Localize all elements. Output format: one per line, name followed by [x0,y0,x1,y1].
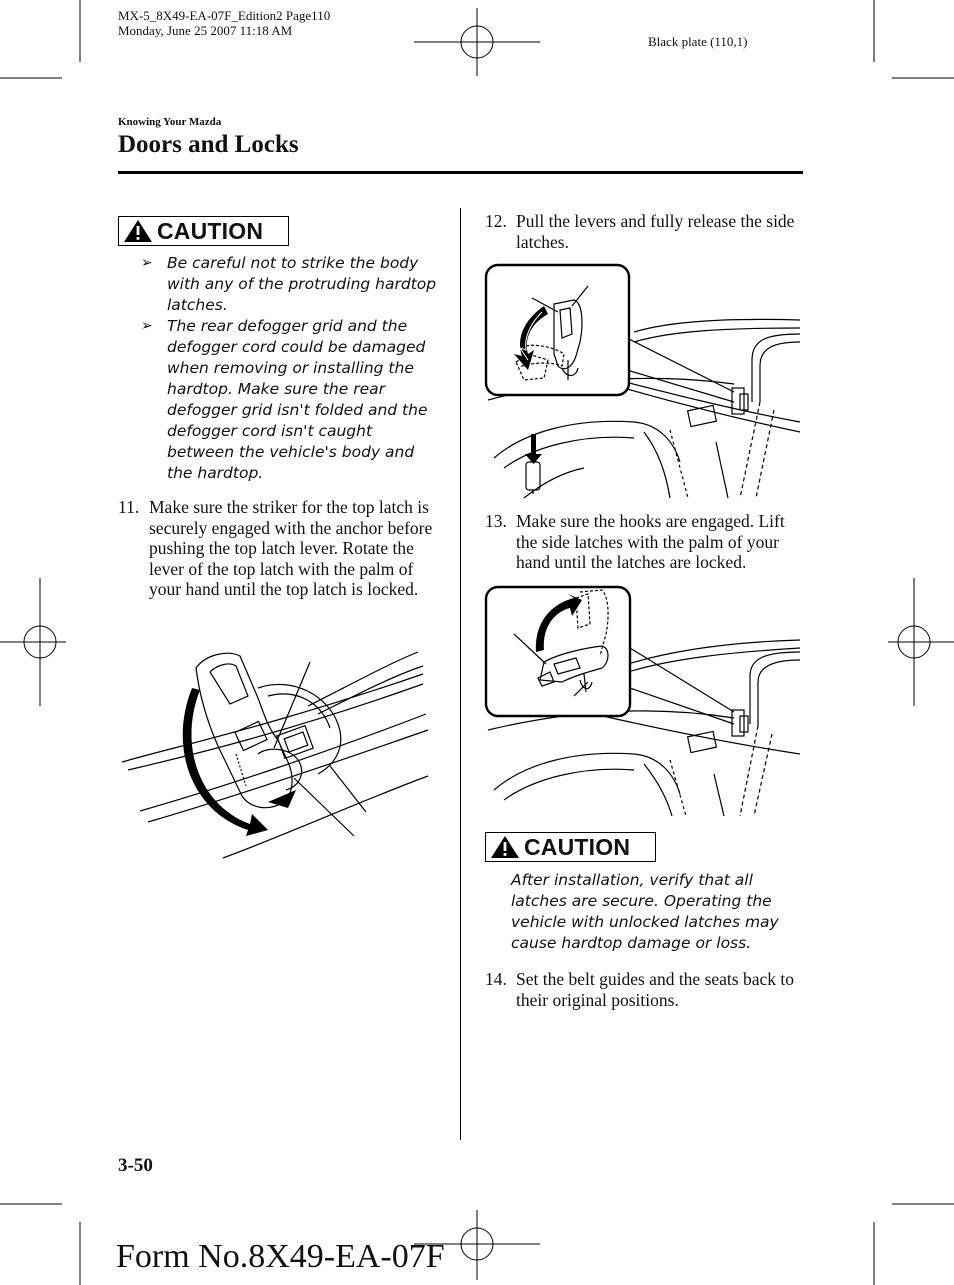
step-13: 13. Make sure the hooks are engaged. Lif… [485,511,785,573]
caution-text-2: After installation, verify that all latc… [511,871,779,952]
pull-arrow-icon [514,306,548,370]
side-latch-release-illustration [484,263,801,499]
column-divider [460,208,461,1140]
caution-item: ➢The rear defogger grid and the defogger… [141,317,428,482]
warning-triangle-icon [124,220,152,242]
title-rule [118,171,803,174]
arrow-bullet-icon: ➢ [141,318,153,334]
print-header: MX-5_8X49-EA-07F_Edition2 Page110 Monday… [118,8,330,38]
caution-heading-1: CAUTION [118,216,289,246]
page-number: 3-50 [118,1155,153,1176]
print-header-date: Monday, June 25 2007 11:18 AM [118,23,293,38]
lift-arrow-icon [535,594,582,652]
top-latch-illustration [121,651,429,859]
form-number: Form No.8X49-EA-07F [116,1238,445,1275]
warning-triangle-icon [491,836,519,858]
step-11: 11. Make sure the striker for the top la… [118,497,433,600]
caution-item: ➢Be careful not to strike the body with … [141,254,437,314]
caution-list-1: ➢Be careful not to strike the body with … [139,253,439,484]
page-title: Doors and Locks [118,131,299,158]
print-header-plate: Black plate (110,1) [648,34,748,49]
section-label: Knowing Your Mazda [118,116,222,128]
step-14: 14. Set the belt guides and the seats ba… [485,969,794,1010]
caution-heading-2: CAUTION [485,832,656,862]
caution-label: CAUTION [157,217,264,244]
print-header-file: MX-5_8X49-EA-07F_Edition2 Page110 [118,8,331,23]
rotate-arrow-icon [182,688,268,836]
caution-label: CAUTION [524,833,631,860]
arrow-bullet-icon: ➢ [141,255,153,271]
side-latch-lock-illustration [484,585,801,816]
step-12: 12. Pull the levers and fully release th… [485,211,795,252]
